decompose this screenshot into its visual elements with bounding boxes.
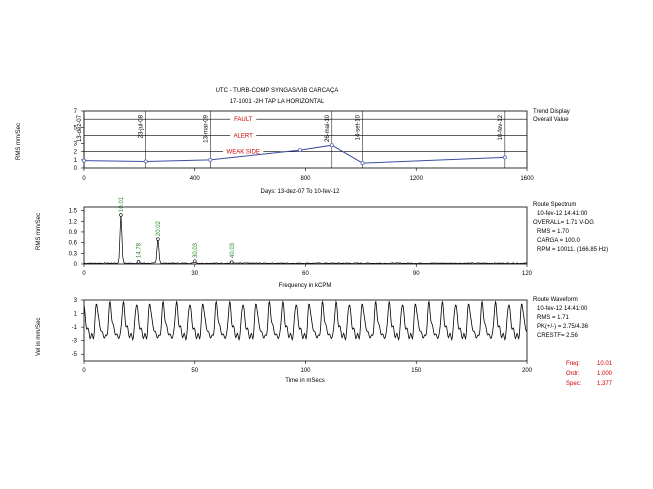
spectrum-frame	[83, 206, 528, 265]
trend-subtitle: Overall Value	[533, 117, 569, 123]
spectrum-peak-marker	[119, 213, 123, 217]
spectrum-peak-label: 14.78	[137, 242, 143, 258]
waveform-xtick-label: 0	[82, 368, 86, 374]
spectrum-peak-marker	[230, 260, 234, 264]
trend-ytick-label: 7	[74, 109, 78, 115]
spectrum-plot: 0 30 60 90 120 0 0.3 0.6 0.9 1.2 1.5 10.01 14.78 20.0…	[69, 196, 533, 277]
trend-ylabel: RMS mm/Sec	[16, 122, 22, 160]
trend-point	[329, 143, 334, 148]
date-marker-label: 13-mar-09	[203, 114, 209, 142]
waveform-xtick-label: 200	[522, 368, 533, 374]
alarm-label: ALERT	[234, 133, 254, 139]
waveform-ytick-label: -1	[72, 325, 78, 331]
spectrum-ytick-label: 0	[74, 262, 78, 268]
spectrum-peak-label: 10.01	[119, 196, 125, 212]
waveform-ytick-label: 3	[74, 298, 78, 304]
spectrum-ytick-label: 0.6	[69, 241, 78, 247]
spectrum-xtick-label: 120	[522, 271, 533, 277]
waveform-ytick-label: -5	[72, 352, 78, 358]
spectrum-title: Route Spectrum	[533, 202, 577, 208]
spectrum-ytick-label: 0.9	[69, 230, 78, 236]
trend-xtick-label: 400	[190, 176, 201, 182]
trend-ytick-label: 3	[74, 142, 78, 148]
spectrum-xtick-label: 90	[413, 271, 420, 277]
alarm-label: FAULT	[234, 117, 253, 123]
waveform-timestamp: 10-fev-12 14:41:00	[537, 306, 588, 312]
spectrum-ylabel: RMS mm/Sec	[36, 212, 42, 250]
spectrum-xtick-label: 60	[302, 271, 309, 277]
trend-point	[297, 148, 302, 153]
trend-ytick-label: 2	[74, 150, 78, 156]
spectrum-rpm: RPM = 10011. (166.85 Hz)	[537, 247, 609, 253]
spectrum-xlabel: Frequency in kCPM	[278, 283, 332, 289]
date-marker-label: 13-dez-07	[77, 114, 83, 142]
waveform-crestf: CRESTF= 2.56	[537, 333, 578, 339]
spectrum-peak-marker	[136, 260, 141, 264]
header-line1: UTC - TURB-COMP SYNGAS/VIB CARCAÇA	[215, 88, 339, 94]
trend-point	[143, 159, 148, 164]
waveform-xtick-label: 100	[300, 368, 311, 374]
waveform-xtick-label: 150	[411, 368, 422, 374]
waveform-trace	[83, 300, 528, 341]
waveform-ytick-label: 1	[74, 312, 78, 318]
waveform-ytick-label: -3	[72, 339, 78, 345]
spectrum-peak-label: 20.02	[156, 220, 162, 236]
header-line2: 17-1001 -2H TAP LA HORIZONTAL	[229, 99, 325, 105]
spectrum-peak-marker	[193, 259, 197, 263]
spectrum-xtick-label: 0	[82, 271, 86, 277]
trend-xtick-label: 1600	[520, 176, 534, 182]
ordr-label: Ordr:	[566, 371, 580, 377]
waveform-xlabel: Time in mSecs	[285, 378, 325, 384]
waveform-ylabel: Vel in mm/Sec	[36, 317, 42, 356]
trend-xtick-label: 800	[300, 176, 311, 182]
waveform-rms: RMS = 1.71	[537, 315, 569, 321]
date-marker-label: 14-set-10	[356, 114, 362, 140]
trend-point	[82, 158, 87, 163]
trend-ytick-label: 1	[74, 158, 78, 164]
spectrum-rms: RMS = 1.70	[537, 229, 569, 235]
spectrum-peak-label: 40.03	[230, 242, 236, 258]
spectrum-ytick-label: 1.5	[69, 209, 78, 215]
spectrum-timestamp: 10-fev-12 14:41:00	[537, 211, 588, 217]
spectrum-carga: CARGA = 100.0	[537, 238, 580, 244]
waveform-pk: PK(+/-) = 2.75/4.36	[537, 324, 589, 330]
spectrum-ytick-label: 1.2	[69, 219, 78, 225]
date-marker-label: 26-mai-10	[325, 114, 331, 142]
ordr-value: 1.000	[597, 371, 613, 377]
spectrum-overall: OVERALL= 1.71 V-DG	[533, 220, 594, 226]
trend-xtick-label: 1200	[410, 176, 424, 182]
trend-point	[360, 161, 365, 166]
spectrum-ytick-label: 0.3	[69, 251, 78, 257]
spectrum-peak-label: 30.03	[193, 242, 199, 258]
date-marker-label: 23-jul-08	[139, 114, 145, 138]
freq-label: Freq:	[566, 361, 581, 367]
spectrum-xtick-label: 30	[191, 271, 198, 277]
trend-point	[502, 155, 507, 160]
trend-title: Trend Display	[533, 109, 570, 115]
waveform-xtick-label: 50	[191, 368, 198, 374]
spectrum-trace	[83, 214, 528, 265]
spectrum-peak-marker	[156, 237, 160, 241]
trend-ytick-label: 5	[74, 125, 78, 131]
spec-value: 1.377	[597, 381, 613, 387]
date-marker-label: 10-fev-12	[498, 114, 504, 140]
freq-value: 10.01	[597, 361, 613, 367]
trend-xtick-label: 0	[82, 176, 86, 182]
trend-ytick-label: 0	[74, 166, 78, 172]
waveform-title: Route Waveform	[533, 297, 578, 303]
trend-xlabel: Days: 13-dez-07 To 10-fev-12	[260, 189, 340, 195]
waveform-plot: 0 50 100 150 200 -5 -3 -1 1 3	[72, 298, 533, 374]
trend-point	[208, 157, 213, 162]
alarm-label: WEAK SIDE	[227, 150, 260, 156]
spec-label: Spec:	[566, 381, 582, 387]
